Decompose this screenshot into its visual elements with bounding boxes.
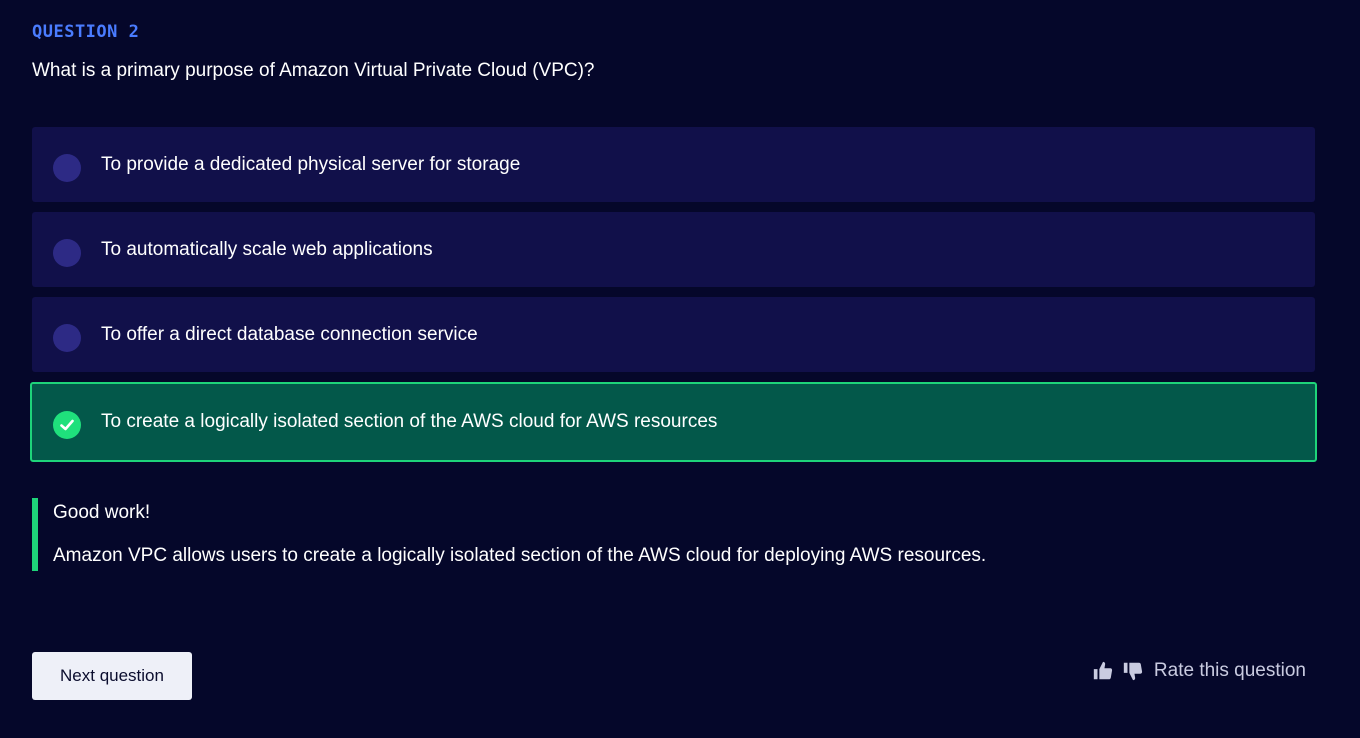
radio-icon <box>53 153 81 182</box>
radio-icon <box>53 323 81 352</box>
checkmark-icon <box>53 411 81 439</box>
answer-option-4-correct[interactable]: To create a logically isolated section o… <box>30 382 1317 462</box>
rate-question-label: Rate this question <box>1153 660 1306 681</box>
answer-option-label: To provide a dedicated physical server f… <box>101 153 521 175</box>
feedback-explanation: Amazon VPC allows users to create a logi… <box>53 545 987 566</box>
thumbs-down-icon[interactable] <box>1122 660 1144 682</box>
answer-option-1[interactable]: To provide a dedicated physical server f… <box>32 127 1315 202</box>
rate-question: Rate this question <box>1092 660 1306 682</box>
answer-option-3[interactable]: To offer a direct database connection se… <box>32 297 1315 372</box>
next-question-button[interactable]: Next question <box>32 652 192 700</box>
answer-option-label: To offer a direct database connection se… <box>101 323 478 345</box>
question-number: QUESTION 2 <box>32 22 140 42</box>
radio-icon <box>53 238 81 267</box>
feedback-panel: Good work! Amazon VPC allows users to cr… <box>32 498 986 571</box>
answer-option-label: To create a logically isolated section o… <box>101 411 718 432</box>
question-text: What is a primary purpose of Amazon Virt… <box>32 60 595 81</box>
answer-option-2[interactable]: To automatically scale web applications <box>32 212 1315 287</box>
answer-option-label: To automatically scale web applications <box>101 238 433 260</box>
answer-options: To provide a dedicated physical server f… <box>30 127 1317 472</box>
feedback-title: Good work! <box>53 502 151 523</box>
thumbs-up-icon[interactable] <box>1092 660 1114 682</box>
